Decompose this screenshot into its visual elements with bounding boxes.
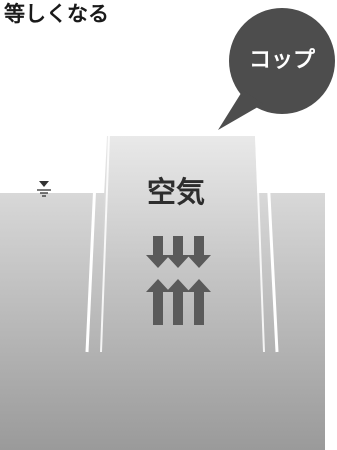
arrows-up-group bbox=[146, 279, 211, 325]
water-level-mark-icon bbox=[37, 181, 51, 197]
cup-glass-inner bbox=[100, 134, 265, 353]
arrow-down-icon bbox=[166, 236, 190, 268]
diagram-heading: 等しくなる bbox=[4, 2, 109, 26]
air-pocket bbox=[101, 136, 260, 258]
air-label: 空気 bbox=[146, 175, 205, 209]
arrow-up-icon bbox=[166, 279, 190, 325]
arrow-down-icon bbox=[187, 236, 211, 268]
cup-label: コップ bbox=[248, 48, 315, 73]
arrow-up-icon bbox=[187, 279, 211, 325]
cup-callout-bubble bbox=[218, 8, 335, 130]
arrows-down-group bbox=[146, 236, 211, 268]
arrow-up-icon bbox=[146, 279, 170, 325]
cup-glass bbox=[85, 115, 279, 353]
arrow-down-icon bbox=[146, 236, 170, 268]
